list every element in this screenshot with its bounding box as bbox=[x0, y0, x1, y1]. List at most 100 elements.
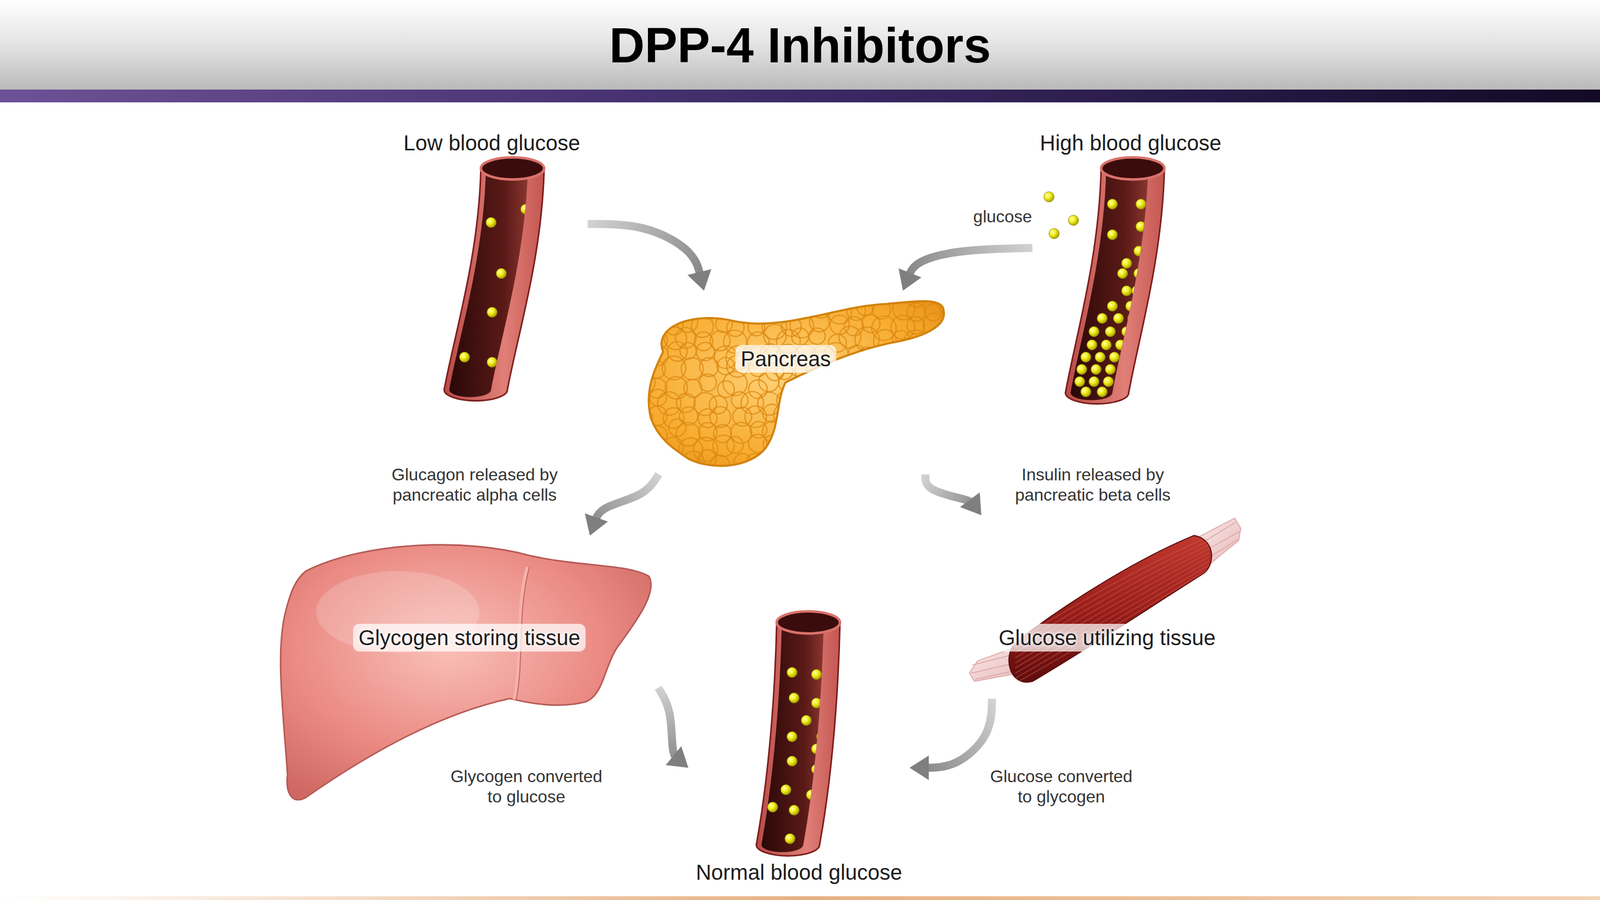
lobule bbox=[698, 297, 721, 319]
vessel-wall bbox=[443, 157, 544, 402]
lobule bbox=[936, 438, 961, 463]
glucose-dot bbox=[525, 267, 536, 278]
glucose-dot bbox=[786, 756, 797, 767]
glucose-dot bbox=[520, 204, 531, 215]
vessel-lumen bbox=[761, 614, 824, 853]
lobule bbox=[939, 422, 960, 443]
lobule bbox=[941, 390, 966, 414]
lobule bbox=[895, 280, 915, 300]
lobule bbox=[926, 437, 948, 460]
glucose-dot bbox=[786, 731, 797, 742]
flow-arrow bbox=[909, 699, 992, 781]
pancreas-shape bbox=[649, 301, 945, 467]
glucose-dot bbox=[1113, 313, 1124, 324]
lobule bbox=[928, 472, 946, 489]
lobule bbox=[678, 438, 703, 463]
lobule bbox=[841, 402, 863, 424]
lobule bbox=[896, 374, 914, 392]
glucose-dots bbox=[1074, 198, 1147, 397]
glucose-dot bbox=[1074, 376, 1085, 387]
lobule bbox=[764, 284, 786, 307]
glucose-dot bbox=[1125, 300, 1136, 311]
lobule bbox=[845, 462, 868, 485]
arrow-head bbox=[960, 492, 982, 516]
glucose-dots bbox=[767, 652, 838, 844]
lobule bbox=[944, 450, 964, 469]
lobule bbox=[860, 449, 878, 467]
lobule bbox=[713, 435, 735, 457]
lobule bbox=[939, 467, 962, 489]
glucose-dot bbox=[1097, 386, 1108, 397]
vessel-illustration bbox=[688, 615, 910, 890]
lobule bbox=[928, 426, 946, 444]
arrow-head bbox=[585, 513, 608, 536]
muscle-illustration bbox=[964, 515, 1240, 699]
lobule bbox=[630, 436, 648, 454]
lobule bbox=[662, 356, 686, 380]
striation bbox=[1015, 557, 1210, 669]
lobule bbox=[854, 327, 880, 352]
arrow-head bbox=[687, 269, 712, 291]
glucose-dot bbox=[1107, 198, 1118, 210]
lobule bbox=[924, 374, 946, 395]
lobule bbox=[905, 435, 925, 455]
glucose-dot bbox=[1090, 364, 1101, 375]
lobule bbox=[827, 422, 848, 443]
lobule bbox=[644, 466, 669, 490]
flow-arrow bbox=[898, 248, 1033, 291]
glucose-dot bbox=[811, 744, 822, 755]
lobule bbox=[776, 285, 801, 310]
lobule bbox=[675, 328, 697, 349]
lobule bbox=[792, 447, 815, 471]
lobule bbox=[945, 409, 963, 427]
pancreas-outline bbox=[649, 301, 945, 467]
node-label: Normal blood glucose bbox=[692, 859, 906, 886]
lobule bbox=[824, 402, 845, 423]
glucose-dot bbox=[1102, 376, 1114, 387]
lobule bbox=[861, 358, 879, 376]
lobule bbox=[627, 288, 646, 307]
lobule bbox=[926, 355, 949, 378]
lobule bbox=[878, 441, 896, 458]
lobule bbox=[937, 326, 959, 349]
glucose-dot bbox=[811, 669, 822, 680]
lobule bbox=[838, 440, 860, 461]
glucose-dot bbox=[1086, 339, 1098, 350]
glucose-dot bbox=[788, 692, 799, 703]
lobule bbox=[945, 315, 964, 333]
lobule bbox=[650, 450, 670, 470]
lobule bbox=[758, 371, 780, 392]
lobule bbox=[838, 424, 861, 446]
lobule bbox=[903, 347, 927, 371]
lobule bbox=[859, 387, 883, 412]
glucose-dot bbox=[1121, 326, 1132, 337]
lobule bbox=[665, 299, 687, 322]
lobule bbox=[809, 328, 826, 345]
vessel-wall bbox=[1065, 157, 1165, 404]
vessel-lumen bbox=[1070, 161, 1148, 400]
lobule bbox=[939, 282, 959, 303]
glucose-dot bbox=[811, 764, 822, 775]
node-label: Low blood glucose bbox=[400, 130, 584, 156]
glucose-dot bbox=[816, 731, 827, 742]
lobule bbox=[715, 286, 733, 304]
lobule bbox=[828, 392, 851, 415]
node-label: High blood glucose bbox=[1036, 130, 1225, 156]
glucose-dot bbox=[1088, 326, 1099, 337]
lobule bbox=[746, 294, 770, 318]
lobule bbox=[910, 377, 931, 397]
lobule bbox=[775, 439, 795, 459]
lobule bbox=[679, 284, 701, 307]
lobule bbox=[764, 470, 782, 487]
lobule bbox=[805, 371, 828, 394]
lobule bbox=[774, 448, 796, 470]
glucose-dot bbox=[1068, 215, 1079, 226]
lobule bbox=[633, 455, 651, 474]
glucose-dot bbox=[788, 805, 799, 816]
glucose-dot bbox=[1115, 339, 1126, 350]
lobule bbox=[629, 326, 652, 349]
glucose-dot bbox=[1127, 313, 1138, 324]
glucose-dot bbox=[1121, 258, 1132, 269]
lobule bbox=[847, 393, 867, 412]
glucose-dot bbox=[1049, 228, 1060, 239]
